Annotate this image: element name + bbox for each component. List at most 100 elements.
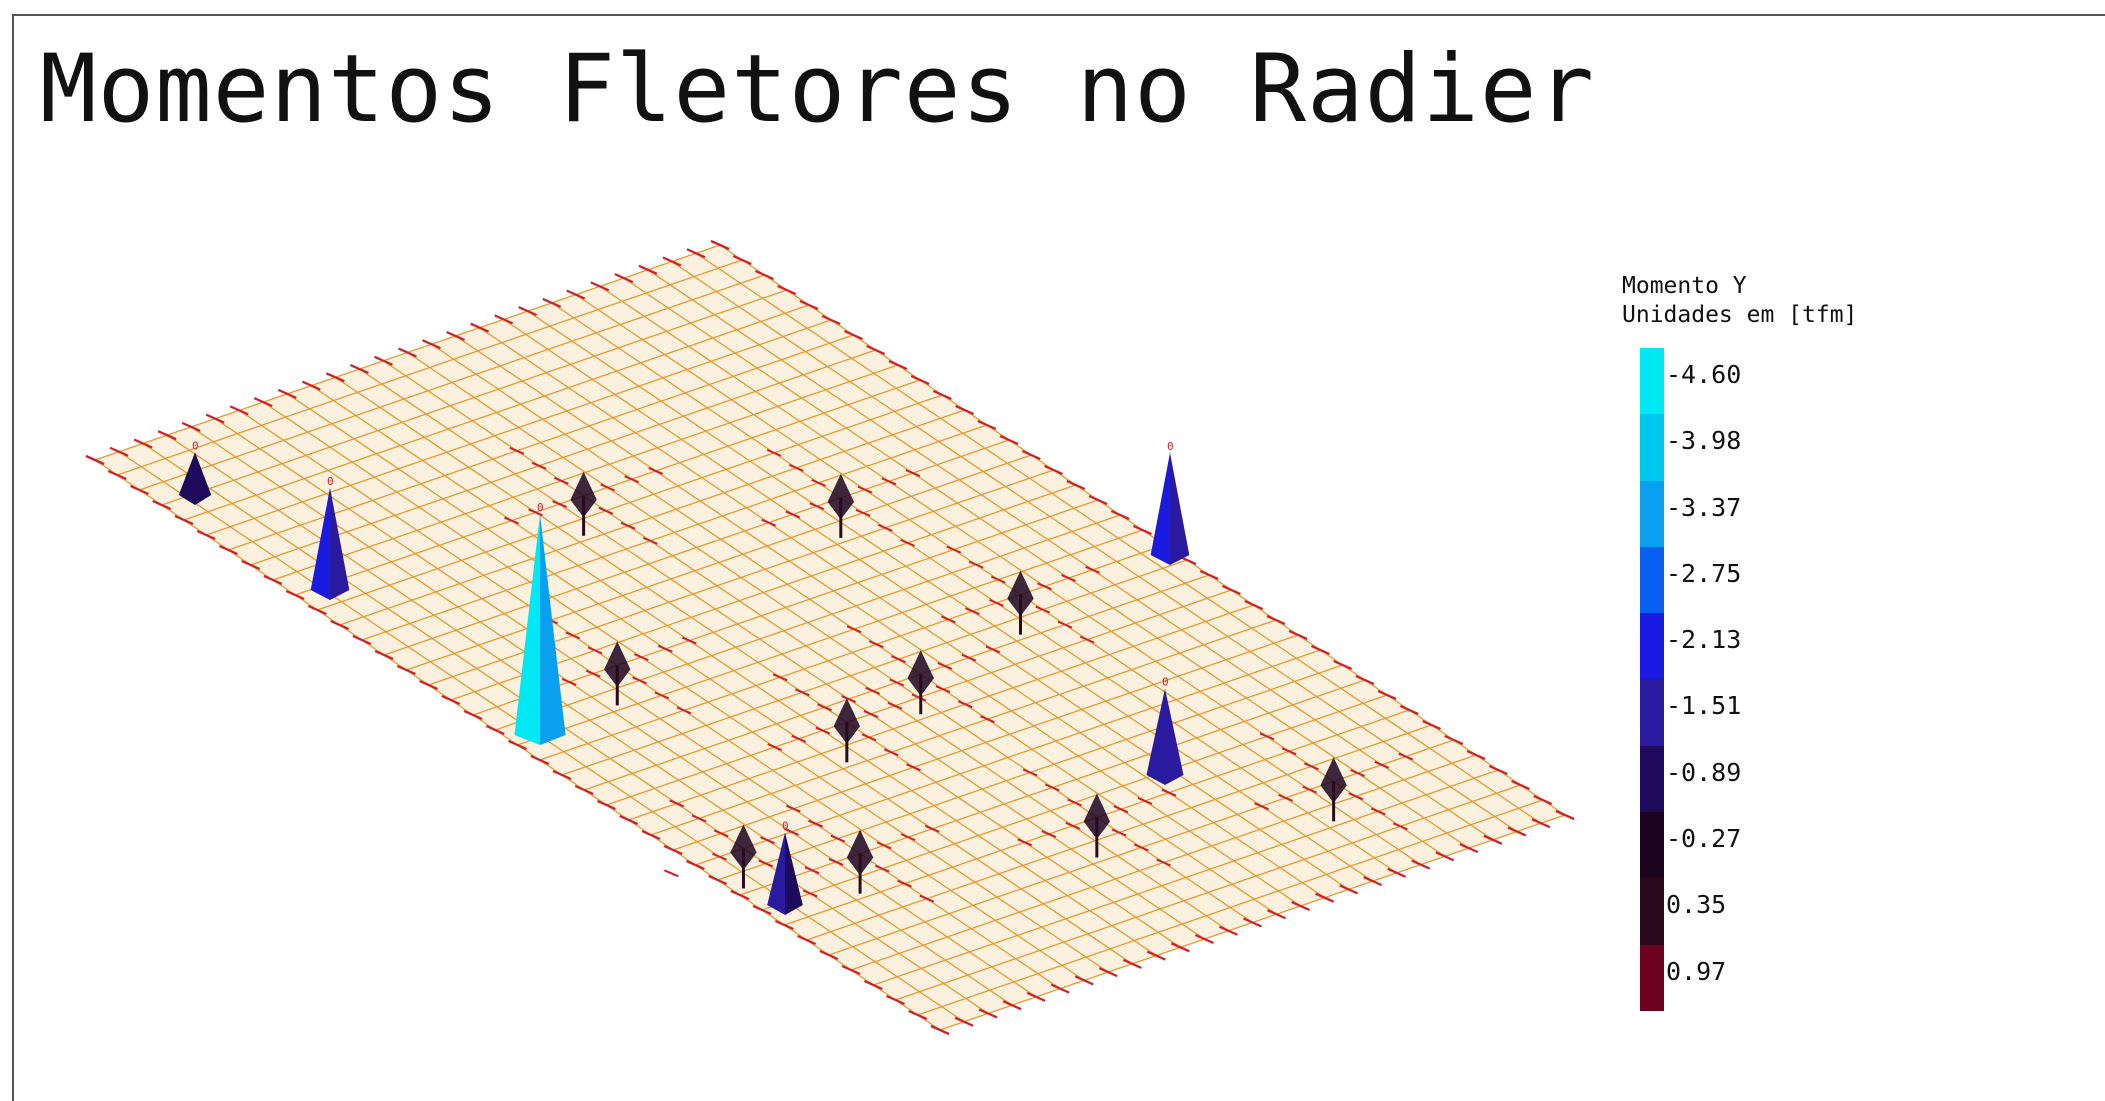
moment-peak: 0 [1146,676,1184,785]
mesh-line [214,418,1061,990]
star-annotation [804,866,820,875]
edge-annotation [1110,509,1130,521]
edge-annotation [330,619,350,631]
peak-face-left [1146,688,1165,785]
mesh-line [286,393,1133,965]
edge-annotation [85,454,105,466]
star-annotation [1041,830,1057,838]
star-annotation [809,502,825,511]
peak-label: 0 [1167,440,1174,453]
star-core [1083,793,1111,840]
edge-annotation [686,248,706,259]
edge-annotation [508,739,527,751]
edge-annotation [1146,950,1166,961]
star-annotation [681,636,697,645]
star-annotation [989,598,1004,607]
star-annotation [874,864,890,873]
edge-annotation [1002,1000,1022,1011]
star-annotation [531,461,547,470]
column-star [1017,768,1177,867]
moment-peak: 0 [1150,440,1190,565]
star-annotation [881,477,897,486]
edge-annotation [530,754,550,766]
edge-annotation [218,544,238,556]
mesh-line [647,269,1494,841]
star-annotation [553,476,569,485]
edge-annotation [614,273,634,284]
star-annotation [906,763,921,772]
star-annotation [758,859,774,868]
star-annotation [1281,747,1297,756]
star-annotation [1302,785,1317,794]
edge-annotation [1222,584,1241,596]
star-annotation [766,448,782,457]
legend-label: -0.89 [1666,757,1742,787]
edge-annotation [470,322,490,333]
star-annotation [877,523,893,532]
star-core [730,824,757,871]
star-core [570,471,597,518]
edge-annotation [574,784,594,796]
star-annotation [900,833,916,842]
edge-annotation [1170,942,1190,953]
edge-annotation [552,769,572,781]
column-star [940,545,1101,644]
star-annotation [857,485,873,494]
star-annotation [1017,838,1033,847]
edge-annotation [1266,614,1286,626]
edge-annotation [1021,449,1041,461]
edge-annotation [374,355,393,366]
mesh-line [359,368,1205,940]
edge-annotation [352,634,372,646]
star-annotation [1278,793,1293,802]
star-annotation [632,676,647,685]
edge-annotation [325,372,345,383]
moment-peak: 0 [767,820,803,915]
edge-annotation [1483,834,1503,845]
mesh-line [142,442,989,1015]
edge-annotation [1088,494,1108,506]
star-annotation [767,743,783,752]
edge-annotation [1399,704,1419,716]
edge-annotation [978,1008,998,1019]
edge-annotation [241,559,261,571]
star-annotation [815,726,831,735]
star-annotation [828,858,844,866]
star-annotation [1350,769,1366,777]
edge-annotation [641,829,661,841]
moment-peak: 0 [514,501,566,745]
mesh-line [623,277,1470,849]
edge-annotation [277,388,297,399]
legend-title-line2: Unidades em [tfm] [1622,302,1858,328]
star-core [1320,757,1347,803]
slide-title: Momentos Fletores no Radier [40,35,1596,144]
legend-label: -2.13 [1666,625,1742,655]
mesh-line [455,335,1301,907]
edge-annotation [1531,818,1551,829]
star-annotation [855,508,871,517]
edge-annotation [349,364,369,375]
mesh-line [527,310,1374,882]
star-annotation [761,518,777,527]
star-annotation [830,834,846,843]
star-annotation [1161,788,1177,797]
star-annotation [1111,828,1127,837]
edge-annotation [732,254,752,266]
peak-face-left [1150,452,1170,565]
peak-face-right [1170,452,1190,565]
star-annotation [937,662,953,670]
star-annotation [911,693,927,702]
star-annotation [785,510,801,519]
edge-annotation [109,446,129,457]
legend-title-line1: Momento Y [1622,273,1747,299]
edge-annotation [181,421,201,432]
star-annotation [1044,783,1060,792]
star-annotation [965,607,980,616]
edge-annotation [797,934,817,946]
edge-annotation [755,269,774,281]
edge-annotation [590,281,610,292]
star-annotation [663,869,679,878]
star-annotation [598,506,614,515]
legend-label: -2.75 [1666,558,1742,588]
edge-annotation [1044,464,1063,476]
